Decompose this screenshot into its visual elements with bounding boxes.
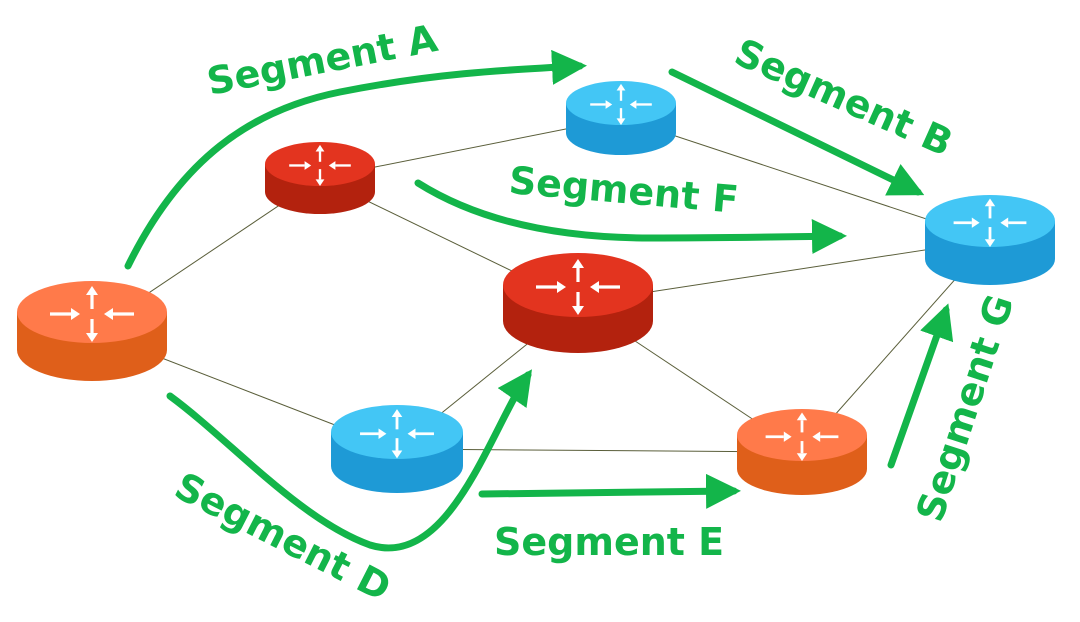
segment-g-arrow <box>887 303 954 469</box>
router-top <box>737 409 867 461</box>
segment-e-arrow <box>478 473 741 509</box>
segment-b-arrow <box>668 68 925 196</box>
router-arrows-icon <box>590 83 652 125</box>
router-blue-right[interactable] <box>925 195 1055 285</box>
router-arrows-icon <box>536 259 620 315</box>
router-red-center[interactable] <box>503 253 653 353</box>
segment-a-arrow <box>124 49 587 270</box>
router-arrows-icon <box>50 286 134 342</box>
router-top <box>503 253 653 317</box>
router-top <box>331 405 463 459</box>
router-top <box>925 195 1055 247</box>
router-arrows-icon <box>765 412 839 461</box>
router-blue-bottom[interactable] <box>331 405 463 493</box>
segment-a-label: Segment A <box>203 16 441 104</box>
segment-g-label: Segment G <box>908 289 1023 526</box>
segment-e-label: Segment E <box>494 520 724 564</box>
router-top <box>265 142 375 186</box>
segment-b-label: Segment B <box>728 30 959 165</box>
router-orange-right[interactable] <box>737 409 867 495</box>
router-blue-top[interactable] <box>566 81 676 155</box>
routers <box>17 81 1055 495</box>
router-red-top[interactable] <box>265 142 375 214</box>
segment-arrows <box>124 49 954 552</box>
segment-f-label: Segment F <box>507 158 740 222</box>
router-arrows-icon <box>289 144 351 186</box>
router-arrows-icon <box>953 198 1027 247</box>
router-orange-left[interactable] <box>17 281 167 381</box>
segment-d-arrow <box>166 369 532 552</box>
router-top <box>17 281 167 343</box>
link-r-blue-bottom-r-orange-right <box>396 448 803 453</box>
router-arrows-icon <box>360 409 434 459</box>
segment-f-arrow <box>414 179 847 254</box>
router-top <box>566 81 676 125</box>
